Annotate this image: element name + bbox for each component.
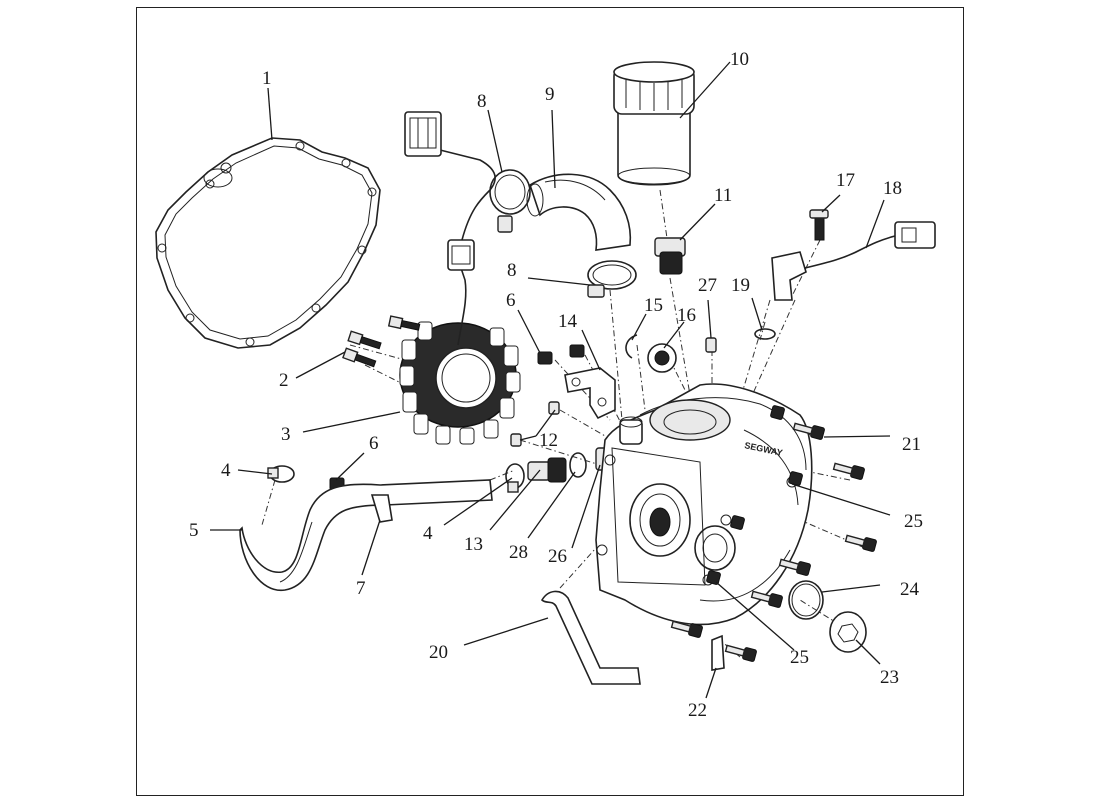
callout-3: 3 xyxy=(281,424,291,445)
bearing-part xyxy=(647,343,677,373)
callout-28: 28 xyxy=(509,542,528,563)
callout-13: 13 xyxy=(464,534,483,555)
dowel-27-part xyxy=(705,337,717,353)
diagram-frame xyxy=(136,7,964,796)
callout-27: 27 xyxy=(698,275,717,296)
callout-4-left: 4 xyxy=(221,460,231,481)
callout-4-right: 4 xyxy=(423,523,433,544)
callout-19: 19 xyxy=(731,275,750,296)
callout-16: 16 xyxy=(677,305,696,326)
callout-5: 5 xyxy=(189,520,199,541)
callout-22: 22 xyxy=(688,700,707,721)
lower-hose-part xyxy=(239,479,493,591)
callout-11: 11 xyxy=(714,185,732,206)
hose-bracket-7-part xyxy=(370,494,393,523)
callout-10: 10 xyxy=(730,49,749,70)
callout-23: 23 xyxy=(880,667,899,688)
callout-6-lower: 6 xyxy=(369,433,379,454)
stator-part xyxy=(399,111,521,445)
bolt-set-2 xyxy=(342,315,421,368)
callout-8-lower: 8 xyxy=(507,260,517,281)
oil-filter-part xyxy=(613,61,695,186)
seal-28-part xyxy=(569,452,587,478)
callout-20: 20 xyxy=(429,642,448,663)
callout-26: 26 xyxy=(548,546,567,567)
bracket-22-part xyxy=(711,634,725,671)
callout-25-right: 25 xyxy=(904,511,923,532)
hose-clamp-lower xyxy=(587,260,637,298)
o-ring-24-part xyxy=(788,580,824,620)
bolt-6-upper xyxy=(537,344,585,365)
callout-1: 1 xyxy=(262,68,272,89)
callout-2: 2 xyxy=(279,370,289,391)
o-ring-19-part xyxy=(754,328,776,340)
callout-25-lower: 25 xyxy=(790,647,809,668)
callout-12: 12 xyxy=(539,430,558,451)
callout-24: 24 xyxy=(900,579,920,600)
callout-21: 21 xyxy=(902,434,921,455)
hose-clamp-4-right xyxy=(505,463,525,493)
callout-14: 14 xyxy=(558,311,578,332)
gasket-part xyxy=(155,137,381,349)
sensor-part xyxy=(771,209,936,301)
callout-7: 7 xyxy=(356,578,366,599)
callout-labels: 1 2 3 4 4 5 6 6 7 8 8 9 10 11 12 13 14 1… xyxy=(189,49,923,721)
callout-9: 9 xyxy=(545,84,555,105)
circlip-part xyxy=(625,334,638,359)
breather-tube-part xyxy=(540,590,641,685)
hose-clamp-upper xyxy=(489,169,531,233)
bracket-part xyxy=(564,367,616,420)
dowel-12-part xyxy=(510,401,560,447)
callout-8-upper: 8 xyxy=(477,91,487,112)
cover-plug-23-part xyxy=(829,611,867,653)
filter-fitting-part xyxy=(654,237,686,275)
cover-bolt-set xyxy=(670,405,877,662)
crankcase-cover-part: SEGWAY xyxy=(595,383,813,626)
leader-lines xyxy=(210,61,891,699)
callout-18: 18 xyxy=(883,178,902,199)
elbow-hose-part xyxy=(526,173,632,251)
callout-15: 15 xyxy=(644,295,663,316)
callout-6-upper: 6 xyxy=(506,290,516,311)
callout-17: 17 xyxy=(836,170,855,191)
